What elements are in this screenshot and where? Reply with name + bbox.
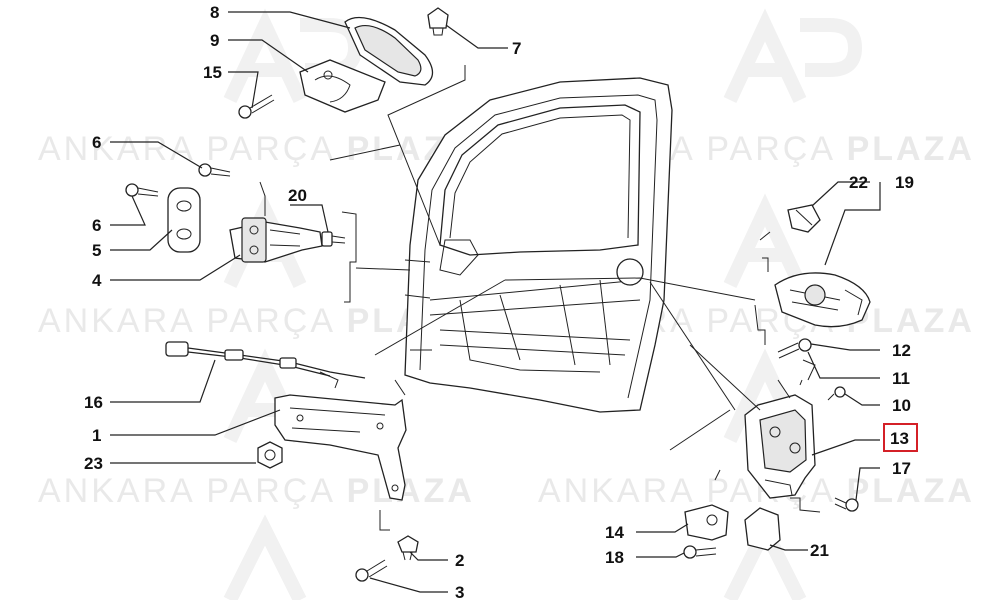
watermark-row-3-left: ANKARA PARÇA PLAZA: [38, 472, 475, 510]
callout-21: 21: [810, 541, 829, 560]
callout-16: 16: [84, 393, 103, 412]
callout-1: 1: [92, 426, 101, 445]
part-nut-23: [257, 441, 283, 469]
callout-7: 7: [512, 39, 521, 58]
callout-13-highlight-box: [883, 423, 918, 452]
callout-2: 2: [455, 551, 464, 570]
callout-14: 14: [605, 523, 624, 542]
part-striker-14: [684, 504, 729, 541]
leader-lines: [110, 11, 881, 593]
part-screw-15: [238, 94, 275, 119]
callout-17: 17: [892, 459, 911, 478]
part-bolt-6b: [125, 183, 159, 197]
callout-13: 13: [890, 429, 909, 448]
part-cap-22: [787, 204, 821, 233]
part-screw-18: [683, 545, 717, 559]
callout-11: 11: [892, 369, 910, 388]
wm-word-1: ANKARA: [38, 472, 194, 510]
callout-19: 19: [895, 173, 914, 192]
part-bolt-17: [834, 497, 859, 512]
svg-text:ANKARA PARÇA PLAZA: ANKARA PARÇA PLAZA: [38, 472, 475, 510]
door-panel: [404, 77, 673, 413]
svg-text:ANKARA PARÇA PLAZA: ANKARA PARÇA PLAZA: [38, 130, 475, 168]
callout-3: 3: [455, 583, 464, 600]
wm-word-3: PLAZA: [847, 472, 975, 510]
callout-6-top: 6: [92, 133, 101, 152]
part-clip-7: [427, 7, 449, 36]
part-pad-5: [167, 187, 201, 253]
part-bolt-6a: [198, 163, 231, 177]
callout-9: 9: [210, 31, 219, 50]
callout-23: 23: [84, 454, 103, 473]
watermark-row-1-left: ANKARA PARÇA PLAZA: [38, 130, 475, 168]
wm-word-2: PARÇA: [706, 130, 834, 168]
callout-4: 4: [92, 271, 102, 290]
callout-8: 8: [210, 3, 219, 22]
callout-labels: 8 9 15 7 6 6 5 4 20 16 1 23 2 3 22 19 12…: [84, 3, 918, 600]
wm-word-2: PARÇA: [206, 302, 334, 340]
wm-word-1: ANKARA: [38, 130, 194, 168]
part-screws-10-11-12: [777, 338, 846, 401]
wm-word-2: PARÇA: [206, 130, 334, 168]
wm-word-1: ANKARA: [538, 472, 694, 510]
callout-18: 18: [605, 548, 624, 567]
wm-word-3: PLAZA: [847, 130, 975, 168]
part-door-lock-13: [744, 394, 816, 499]
callout-22: 22: [849, 173, 868, 192]
callout-12: 12: [892, 341, 911, 360]
callout-6-bottom: 6: [92, 216, 101, 235]
wm-word-2: PARÇA: [206, 472, 334, 510]
wm-word-3: PLAZA: [347, 472, 475, 510]
part-screws-2-3: [355, 535, 419, 582]
wm-word-1: ANKARA: [38, 302, 194, 340]
part-cover-21: [744, 507, 781, 551]
part-bracket-1: [274, 394, 407, 501]
callout-5: 5: [92, 241, 101, 260]
callout-20: 20: [288, 186, 307, 205]
alignment-lines: [259, 65, 821, 531]
callout-10: 10: [892, 396, 911, 415]
part-rod-16: [165, 341, 366, 389]
callout-15: 15: [203, 63, 222, 82]
part-door-handle: [299, 16, 434, 113]
part-hinge-4: [229, 217, 323, 263]
part-inner-handle-19: [774, 272, 871, 328]
part-bolt-20: [321, 231, 346, 247]
